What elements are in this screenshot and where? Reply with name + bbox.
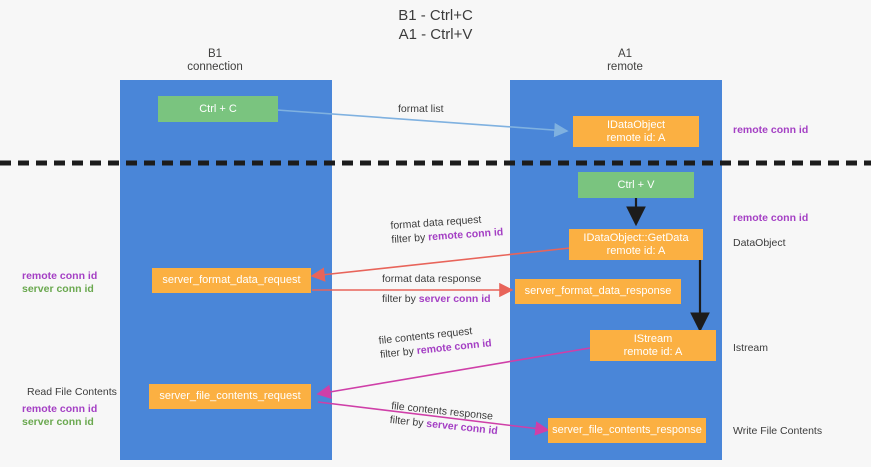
node-ctrl-v[interactable]: Ctrl + V bbox=[578, 172, 694, 198]
node-getdata-line1: IDataObject::GetData bbox=[583, 231, 689, 244]
node-istream[interactable]: IStream remote id: A bbox=[590, 330, 716, 361]
node-server-format-data-request[interactable]: server_format_data_request bbox=[152, 268, 311, 293]
node-istream-line1: IStream bbox=[633, 332, 673, 345]
annotation-read-file-contents: Read File Contents bbox=[27, 386, 117, 398]
lane-header-a1: A1 remote bbox=[560, 48, 690, 74]
node-getdata[interactable]: IDataObject::GetData remote id: A bbox=[569, 229, 703, 260]
annotation-left-server-conn-id-2: server conn id bbox=[22, 416, 94, 428]
annotation-left-server-conn-id: server conn id bbox=[22, 283, 94, 295]
node-idataobject-line2: remote id: A bbox=[606, 131, 666, 144]
annotation-left-remote-conn-id-2: remote conn id bbox=[22, 403, 98, 415]
edge-label-format-data-request: format data request filter by remote con… bbox=[390, 211, 504, 247]
annotation-istream: Istream bbox=[733, 342, 769, 354]
lane-header-b1-sub: connection bbox=[187, 61, 243, 73]
filter-key-server-conn-id: server conn id bbox=[418, 293, 491, 305]
node-server-file-contents-request[interactable]: server_file_contents_request bbox=[149, 384, 311, 409]
annotation-remote-conn-id-top: remote conn id bbox=[733, 124, 809, 136]
edge-label-format-list: format list bbox=[398, 103, 444, 115]
annotation-write-file-contents: Write File Contents bbox=[733, 425, 823, 437]
node-idataobject-line1: IDataObject bbox=[606, 118, 666, 131]
title-line-1: B1 - Ctrl+C bbox=[398, 7, 473, 24]
edge-label-format-data-response: format data response filter by server co… bbox=[382, 272, 491, 306]
node-ctrl-c[interactable]: Ctrl + C bbox=[158, 96, 278, 122]
node-istream-line2: remote id: A bbox=[623, 345, 683, 358]
annotation-dataobject: DataObject bbox=[733, 237, 786, 249]
filter-prefix-2: filter by bbox=[382, 293, 419, 305]
annotation-left-remote-conn-id: remote conn id bbox=[22, 270, 98, 282]
node-server-file-contents-response[interactable]: server_file_contents_response bbox=[548, 418, 706, 443]
filter-prefix-4: filter by bbox=[389, 413, 427, 430]
lane-header-b1-name: B1 bbox=[207, 48, 223, 60]
page-title: B1 - Ctrl+C A1 - Ctrl+V bbox=[0, 6, 871, 44]
node-idataobject[interactable]: IDataObject remote id: A bbox=[573, 116, 699, 147]
filter-prefix: filter by bbox=[391, 231, 429, 246]
filter-prefix-3: filter by bbox=[379, 345, 418, 361]
lane-header-b1: B1 connection bbox=[150, 48, 280, 74]
annotation-remote-conn-id-mid: remote conn id bbox=[733, 212, 809, 224]
edge-label-file-contents-response: file contents response filter by server … bbox=[389, 399, 500, 438]
title-line-2: A1 - Ctrl+V bbox=[398, 26, 473, 43]
edge-label-format-data-response-text: format data response bbox=[382, 273, 482, 285]
filter-key-remote-conn-id: remote conn id bbox=[427, 226, 504, 244]
lane-header-a1-name: A1 bbox=[617, 48, 633, 60]
node-server-format-data-response[interactable]: server_format_data_response bbox=[515, 279, 681, 304]
edge-label-file-contents-request: file contents request filter by remote c… bbox=[378, 322, 492, 362]
node-getdata-line2: remote id: A bbox=[606, 244, 666, 257]
edge-label-format-data-response-filter: filter by server conn id bbox=[382, 292, 491, 306]
lane-header-a1-sub: remote bbox=[607, 61, 643, 73]
